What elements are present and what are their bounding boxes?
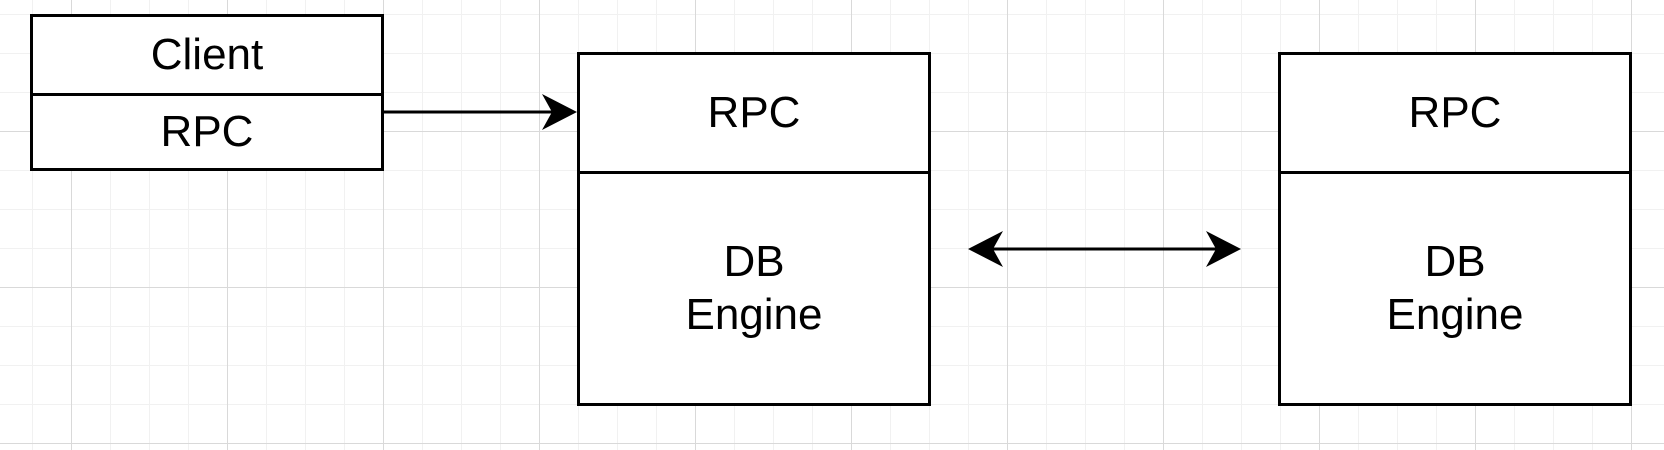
server-2-divider [1281,171,1629,174]
client-rpc-label: RPC [160,106,254,156]
server-1-engine-line1: DB [723,236,785,286]
client-to-server-arrow[interactable] [384,94,577,130]
client-title: Client [150,29,264,79]
server-2-rpc-label: RPC [1408,87,1502,137]
server-1-rpc-label: RPC [707,87,801,137]
server-2-engine-section: DB Engine [1281,174,1629,403]
server-sync-arrowhead-left [968,231,1003,267]
server-box-1[interactable]: RPC DB Engine [577,52,931,406]
client-divider [33,93,381,96]
server-1-engine-line2: Engine [685,289,823,339]
server-1-divider [580,171,928,174]
server-2-engine-line1: DB [1424,236,1486,286]
server-sync-arrow[interactable] [968,231,1241,267]
client-box[interactable]: Client RPC [30,14,384,171]
server-1-engine-section: DB Engine [580,174,928,403]
client-to-server-arrowhead [542,94,577,130]
server-sync-arrowhead-right [1206,231,1241,267]
server-2-engine-line2: Engine [1386,289,1524,339]
server-box-2[interactable]: RPC DB Engine [1278,52,1632,406]
